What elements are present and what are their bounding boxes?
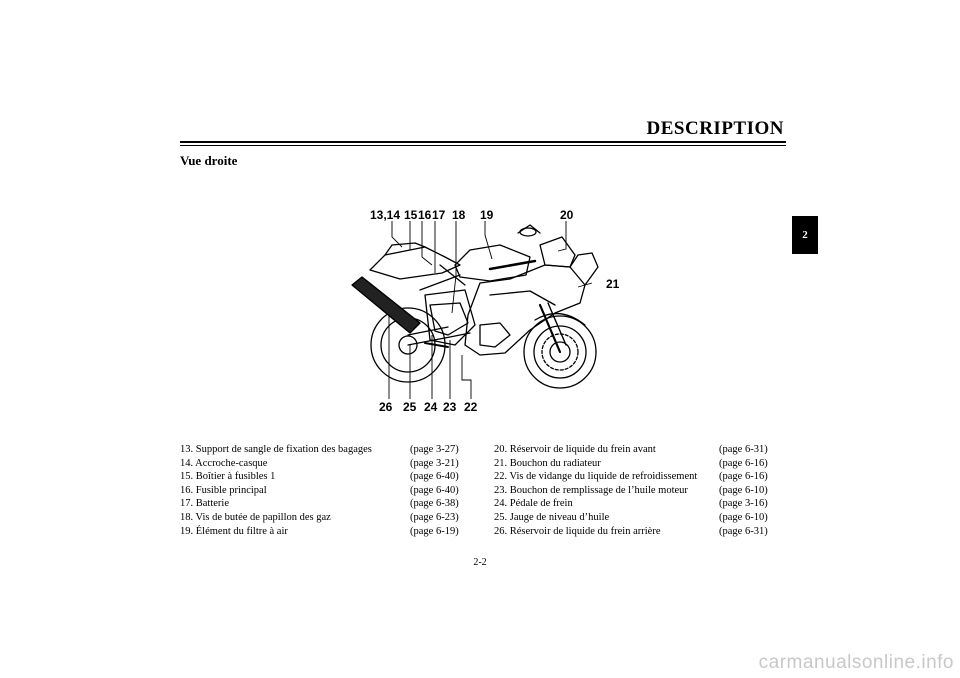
- callout-17: 17: [432, 208, 446, 222]
- list-item: 15. Boîtier à fusibles 1(page 6-40): [180, 471, 459, 483]
- list-item: 20. Réservoir de liquide du frein avant(…: [494, 444, 768, 455]
- list-item: 19. Élément du filtre à air(page 6-19): [180, 525, 459, 537]
- callout-20: 20: [560, 208, 574, 222]
- rear-wheel: [370, 307, 446, 383]
- front-wheel: [523, 315, 597, 389]
- header-rule-thick: [180, 141, 786, 143]
- seat: [369, 246, 461, 280]
- section-title: Vue droite: [180, 153, 238, 168]
- fuel-tank: [454, 244, 531, 282]
- page-number: 2-2: [473, 557, 487, 568]
- list-item: 24. Pédale de frein(page 3-16): [494, 498, 768, 510]
- engine: [424, 289, 476, 346]
- list-item: 18. Vis de butée de papillon des gaz(pag…: [180, 511, 459, 523]
- header-rule-thin: [180, 145, 786, 146]
- callout-15: 15: [404, 208, 418, 222]
- parts-list-right: 20. Réservoir de liquide du frein avant(…: [494, 443, 768, 538]
- list-item: 22. Vis de vidange du liquide de refroid…: [494, 471, 768, 483]
- callout-23: 23: [443, 400, 457, 414]
- list-item: 14. Accroche-casque(page 3-21): [180, 457, 459, 469]
- list-item: 17. Batterie(page 6-38): [180, 498, 459, 510]
- list-item: 26. Réservoir de liquide du frein arrièr…: [494, 525, 768, 537]
- callout-16: 16: [418, 208, 432, 222]
- list-item: 16. Fusible principal(page 6-40): [180, 484, 459, 496]
- callout-19: 19: [480, 208, 494, 222]
- callout-18: 18: [452, 208, 466, 222]
- list-item: 13. Support de sangle de fixation des ba…: [180, 444, 459, 455]
- list-item: 23. Bouchon de remplissage de l’huile mo…: [494, 484, 768, 496]
- muffler: [351, 276, 421, 334]
- callout-13-14: 13,14: [370, 208, 400, 222]
- watermark: carmanualsonline.info: [758, 652, 954, 673]
- callout-24: 24: [424, 400, 438, 414]
- parts-list-left: 13. Support de sangle de fixation des ba…: [180, 443, 459, 538]
- callout-26: 26: [379, 400, 393, 414]
- list-item: 25. Jauge de niveau d’huile(page 6-10): [494, 511, 768, 523]
- callout-21: 21: [606, 277, 620, 291]
- list-item: 21. Bouchon du radiateur(page 6-16): [494, 457, 768, 469]
- motorcycle-diagram: 13,14 15 16 17 18 19 20 21 26 25 24 23 2…: [351, 208, 620, 414]
- callout-25: 25: [403, 400, 417, 414]
- chapter-tab[interactable]: 2: [792, 216, 818, 254]
- page-header-title: DESCRIPTION: [646, 118, 784, 139]
- callout-22: 22: [464, 400, 478, 414]
